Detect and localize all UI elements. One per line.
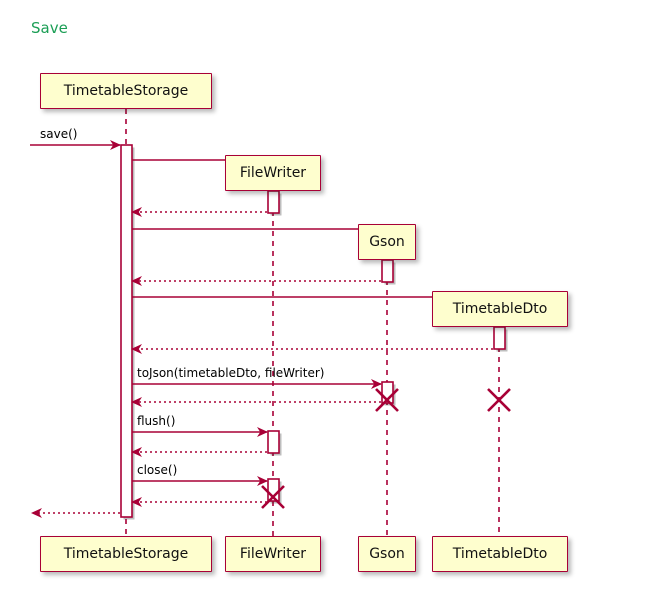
participant-label: FileWriter	[239, 546, 307, 562]
participant-box-timetablestorage-top[interactable]: TimetableStorage	[40, 73, 212, 109]
activation-bar-filewriter	[267, 430, 280, 454]
diagram-title: Save	[31, 19, 68, 37]
destruction-mark-timetabledto	[487, 388, 511, 412]
participant-label: FileWriter	[239, 165, 307, 181]
messages-layer	[30, 140, 494, 518]
participant-box-gson-top[interactable]: Gson	[358, 224, 416, 260]
message-label-m10: flush()	[137, 414, 176, 428]
participant-label: TimetableStorage	[63, 83, 189, 99]
activation-bar-timetablestorage	[120, 144, 133, 518]
destruction-mark-gson	[375, 388, 399, 412]
activation-bar-filewriter	[267, 190, 280, 214]
participant-label: Gson	[369, 546, 405, 562]
participant-box-timetabledto-top[interactable]: TimetableDto	[432, 291, 568, 327]
participant-box-filewriter-bottom[interactable]: FileWriter	[225, 536, 321, 572]
message-label-m12: close()	[137, 463, 178, 477]
activations-layer	[120, 144, 508, 520]
participant-box-filewriter-top[interactable]: FileWriter	[225, 155, 321, 191]
participant-box-gson-bottom[interactable]: Gson	[358, 536, 416, 572]
participant-label: TimetableStorage	[63, 546, 189, 562]
participant-box-timetabledto-bottom[interactable]: TimetableDto	[432, 536, 568, 572]
participant-label: Gson	[369, 234, 405, 250]
destruction-marks-layer	[261, 388, 511, 509]
message-label-m1: save()	[40, 127, 78, 141]
participant-label: TimetableDto	[452, 301, 548, 317]
activation-bar-timetabledto	[493, 326, 506, 350]
participant-label: TimetableDto	[452, 546, 548, 562]
destruction-mark-filewriter	[261, 485, 285, 509]
participant-box-timetablestorage-bottom[interactable]: TimetableStorage	[40, 536, 212, 572]
activation-bar-gson	[381, 259, 394, 283]
message-label-m8: toJson(timetableDto, fileWriter)	[137, 366, 325, 380]
